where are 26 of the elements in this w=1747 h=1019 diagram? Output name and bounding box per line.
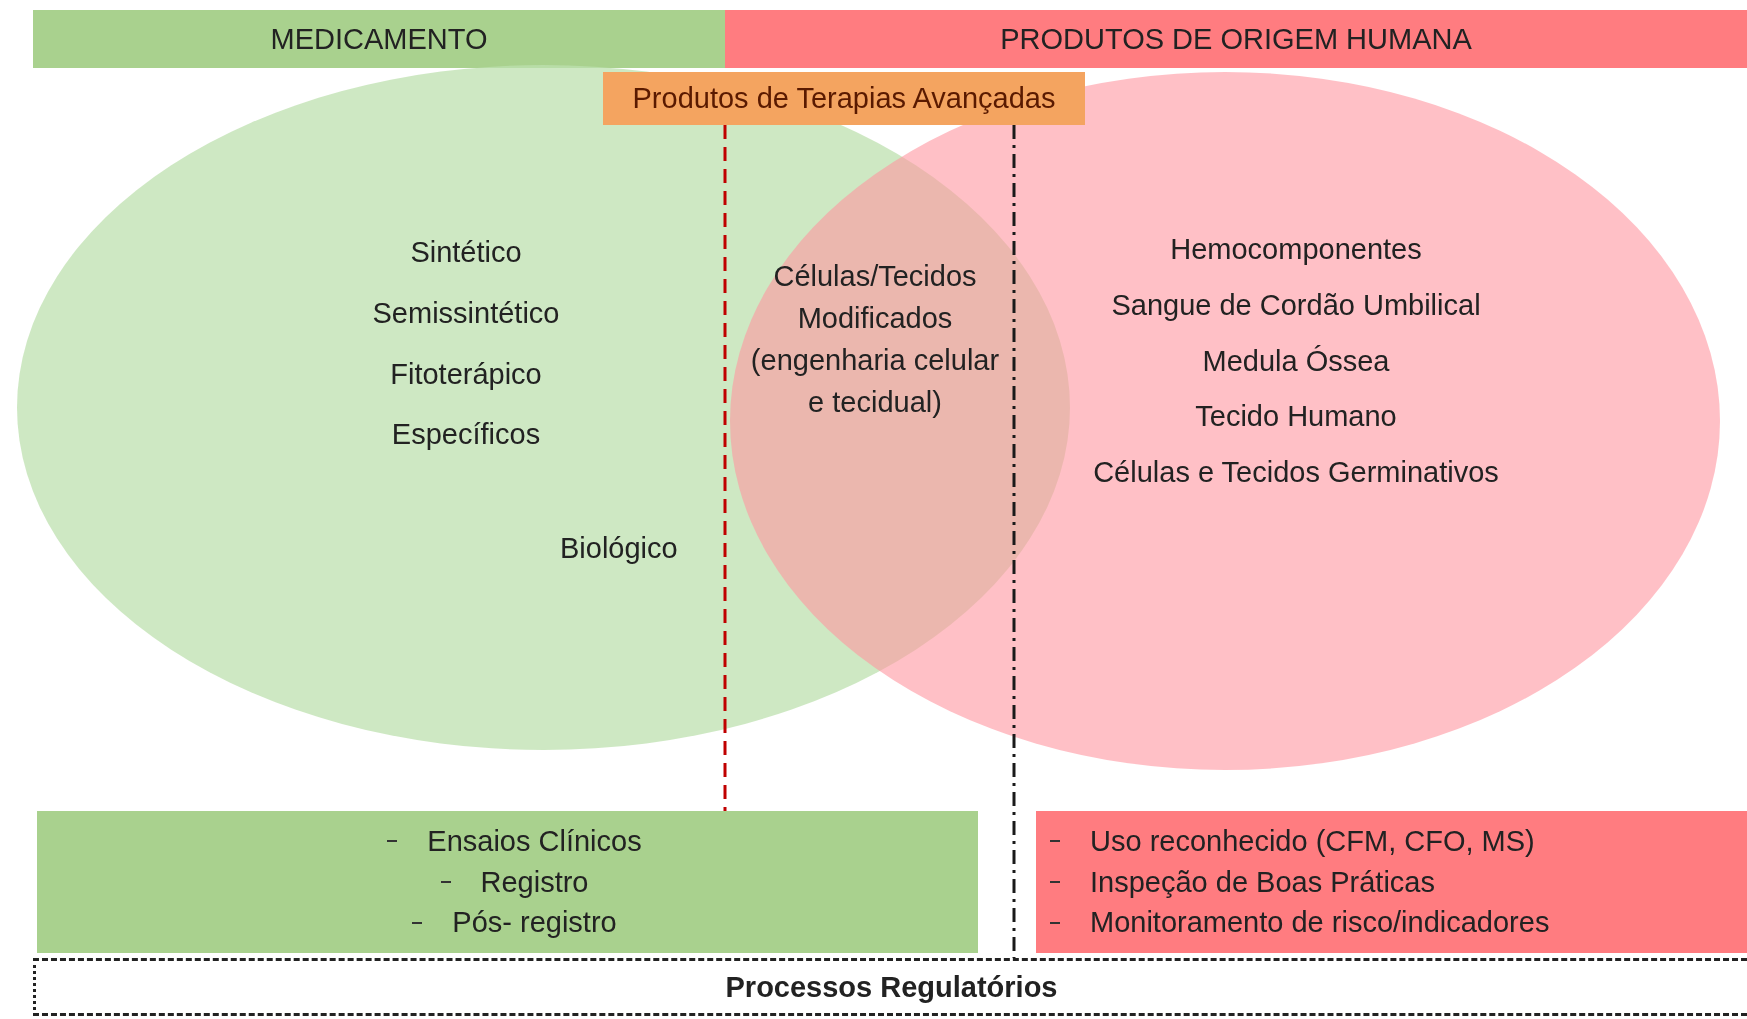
category-text: Biológico: [560, 531, 678, 566]
header-text: PRODUTOS DE ORIGEM HUMANA: [1000, 21, 1472, 57]
list-item-text: Inspeção de Boas Práticas: [1090, 864, 1435, 900]
category-text: Semissintético: [372, 295, 560, 331]
category-text: Hemocomponentes: [1170, 232, 1422, 267]
category-text: Sintético: [410, 235, 522, 270]
category-text: Específicos: [391, 417, 541, 453]
process-box: [1036, 811, 1747, 953]
category-text: Células e Tecidos Germinativos: [1093, 455, 1499, 490]
header-text: Produtos de Terapias Avançadas: [632, 81, 1056, 116]
category-header-bar: [725, 10, 1747, 68]
list-item-text: Registro: [480, 864, 589, 900]
overlap-text: Células/Tecidos Modificados (engenharia celular e tecidual): [749, 259, 1001, 421]
category-text: Medula Óssea: [1202, 343, 1390, 379]
frame-title: Processos Regulatórios: [725, 969, 1058, 1005]
category-header-bar: [33, 10, 725, 68]
dash-dot-frame: [33, 958, 1747, 1016]
header-text: MEDICAMENTO: [270, 21, 488, 57]
category-text: Fitoterápico: [390, 356, 542, 392]
list-item-text: Monitoramento de risco/indicadores: [1090, 905, 1550, 941]
category-text: Tecido Humano: [1195, 399, 1397, 435]
category-text: Sangue de Cordão Umbilical: [1111, 287, 1481, 323]
list-item-text: Uso reconhecido (CFM, CFO, MS): [1090, 823, 1535, 859]
list-item-text: Pós- registro: [452, 905, 617, 941]
process-box: [37, 811, 978, 953]
list-item-text: Ensaios Clínicos: [427, 823, 642, 859]
